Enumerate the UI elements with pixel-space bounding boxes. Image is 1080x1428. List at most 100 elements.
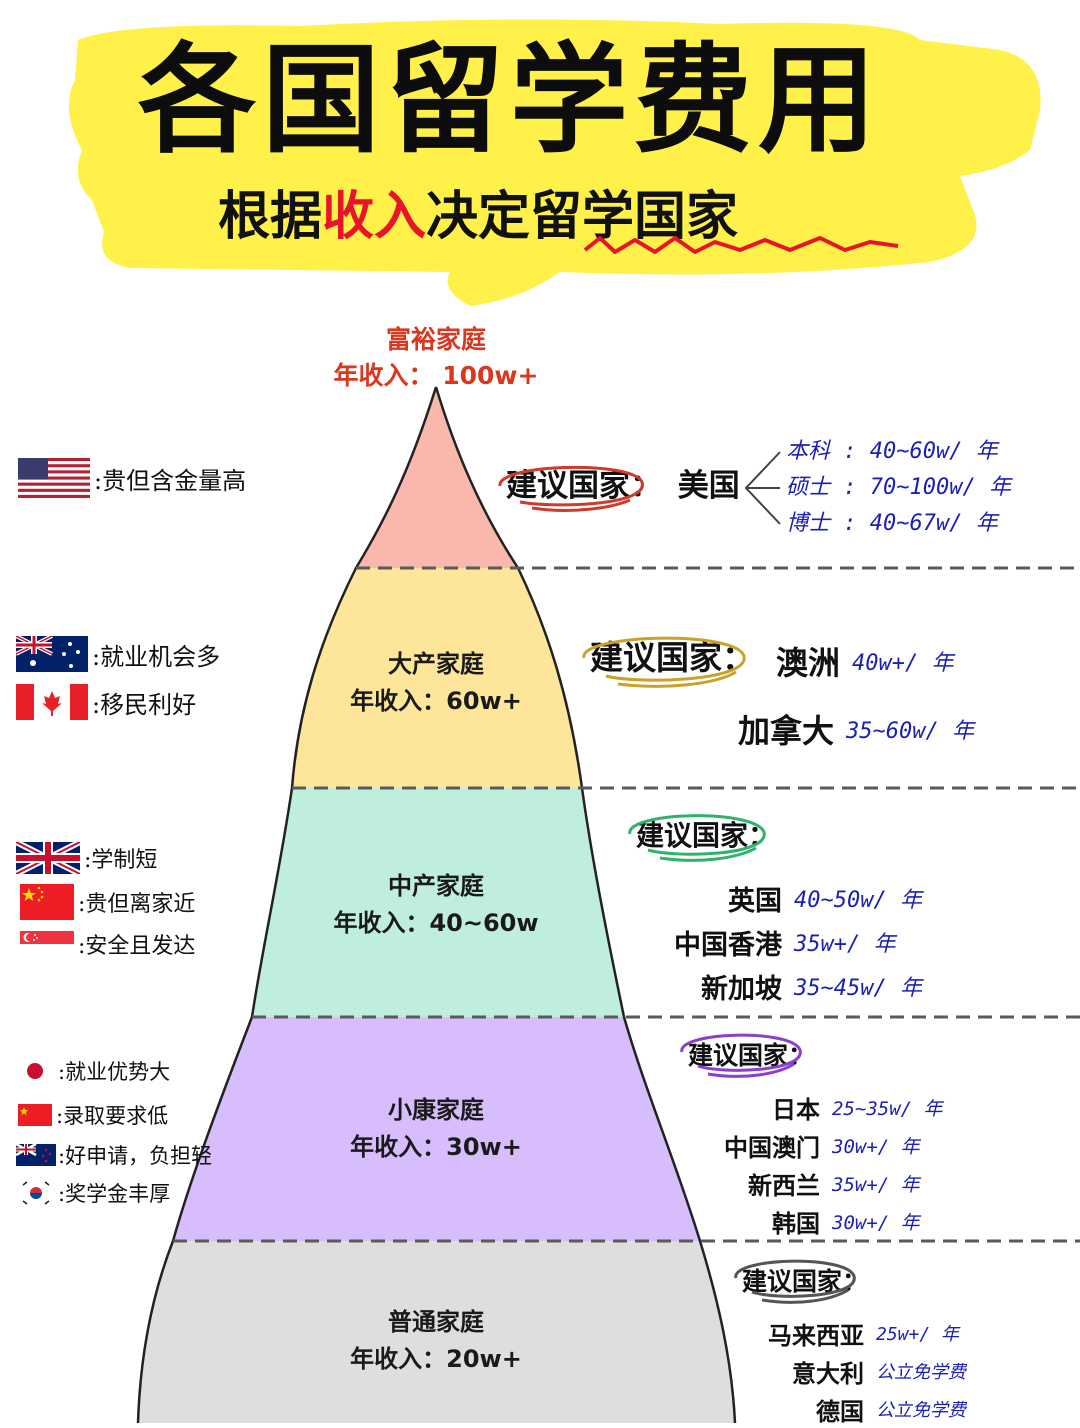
tier-middle-label: 中产家庭 年收入：40~60w [286,868,586,942]
recommend-label: 建议国家 [734,1259,856,1304]
note-text: :好申请，负担轻 [58,1144,213,1168]
country-name: 加拿大 [738,712,835,750]
country-name: 韩国 [772,1209,820,1238]
country-price: 公立免学费 [876,1400,966,1421]
tier-income: 年收入：30w+ [350,1133,522,1161]
tier-ordinary-recommendation: 建议国家： [734,1259,867,1304]
country-price: 35~60w/ 年 [846,719,974,744]
recommend-label: 建议国家 [680,1033,802,1078]
usa-fee-item: 博士 : 40~67w/ 年 [786,511,998,536]
note-text: :就业机会多 [92,642,221,671]
page-subtitle: 根据收入决定留学国家 [218,182,738,252]
china-flag-icon [20,884,74,920]
country-row: 新加坡 35~45w/ 年 [600,964,1000,1008]
gray-circle-mark [734,1259,856,1304]
country-price: 40w+/ 年 [852,651,954,676]
country-name: 意大利 [792,1359,864,1388]
yellow-highlight-background [68,19,1041,307]
tier-comfortable-recommendation: 建议国家： [680,1033,813,1078]
country-row: 澳洲 40w+/ 年 [776,638,954,684]
country-price: 25w+/ 年 [876,1324,960,1345]
singapore-flag-icon [20,931,74,957]
page-title: 各国留学费用 [137,31,882,169]
tier-name: 小康家庭 [388,1096,484,1124]
country-row: 意大利 公立免学费 [700,1352,1080,1390]
tier-comfortable-label: 小康家庭 年收入：30w+ [286,1092,586,1166]
note-row: :贵但离家近 [20,884,195,920]
note-text: :录取要求低 [56,1104,169,1128]
comfortable-country-list: 日本 25~35w/ 年 中国澳门 30w+/ 年 新西兰 35w+/ 年 韩国… [640,1088,1040,1240]
recommend-label: 建议国家 [498,465,644,512]
country-price: 35w+/ 年 [794,932,896,957]
subtitle-prefix: 根据 [218,187,323,247]
country-price: 30w+/ 年 [832,1135,920,1158]
country-row: 日本 25~35w/ 年 [640,1088,1040,1126]
country-name: 日本 [772,1095,820,1124]
country-name: 中国澳门 [724,1133,820,1162]
country-price: 30w+/ 年 [832,1211,920,1234]
country-row: 中国澳门 30w+/ 年 [640,1126,1040,1164]
country-name: 马来西亚 [768,1321,864,1350]
red-squiggle-underline [583,236,899,254]
tier-income: 年收入：20w+ [350,1345,522,1373]
tier-upper-label: 大产家庭 年收入：60w+ [286,646,586,720]
gold-circle-mark [582,636,746,688]
tier-ordinary-label: 普通家庭 年收入：20w+ [286,1304,586,1378]
uk-flag-icon [16,842,80,874]
note-text: :就业优势大 [58,1060,171,1084]
note-row: :就业优势大 [22,1056,170,1086]
note-text: :奖学金丰厚 [58,1182,171,1206]
tier-middle-recommendation: 建议国家： [628,814,776,862]
usa-fee-list: 本科 : 40~60w/ 年 硕士 : 70~100w/ 年 博士 : 40~6… [786,434,1011,542]
note-row: :学制短 [16,842,157,874]
country-name: 澳洲 [776,644,841,682]
country-name: 德国 [816,1397,864,1426]
note-text: :移民利好 [92,690,197,719]
tier-upper-recommendation: 建议国家： [582,636,755,688]
note-row: :录取要求低 [18,1100,168,1130]
country-price: 40~50w/ 年 [794,888,922,913]
green-circle-mark [628,814,766,862]
ordinary-country-list: 马来西亚 25w+/ 年 意大利 公立免学费 德国 公立免学费 [700,1314,1080,1428]
country-row: 韩国 30w+/ 年 [640,1202,1040,1240]
usa-fee-item: 硕士 : 70~100w/ 年 [786,475,1011,500]
tier-income: 年收入：40~60w [333,909,539,937]
tier-wealthy-label: 富裕家庭 年收入： 100w+ [300,322,572,394]
note-text: :贵但含金量高 [94,466,247,495]
china-flag-icon [18,1104,52,1126]
us-flag-icon [18,458,90,498]
colon: ： [630,468,661,504]
recommend-label: 建议国家 [582,636,746,688]
australia-flag-icon [16,636,88,672]
red-circle-mark [498,465,644,512]
country-row: 新西兰 35w+/ 年 [640,1164,1040,1202]
country-row: 加拿大 35~60w/ 年 [738,706,974,752]
tier-name: 富裕家庭 [385,325,486,354]
recommend-label: 建议国家 [628,814,766,862]
note-row: :安全且发达 [20,928,195,960]
tier-wealthy-recommendation: 建议国家： 美国 [498,465,740,512]
purple-circle-mark [680,1033,802,1078]
tier-name: 大产家庭 [388,650,484,678]
note-row: :移民利好 [16,684,196,720]
subtitle-suffix: 决定留学国家 [426,187,739,247]
country-usa: 美国 [677,468,740,504]
country-name: 中国香港 [674,929,782,961]
country-price: 公立免学费 [876,1362,966,1383]
country-name: 英国 [728,885,782,917]
japan-flag-icon [27,1063,43,1079]
country-row: 德国 公立免学费 [700,1390,1080,1428]
subtitle-highlight: 收入 [322,187,427,247]
country-row: 中国香港 35w+/ 年 [600,920,1000,964]
tier-income: 年收入： 100w+ [333,361,539,390]
country-row: 英国 40~50w/ 年 [600,876,1000,920]
tier-name: 普通家庭 [388,1308,484,1336]
note-row: :贵但含金量高 [18,458,246,498]
note-text: :学制短 [84,848,158,873]
new-zealand-flag-icon [16,1144,56,1166]
note-text: :贵但离家近 [78,892,196,917]
note-row: :好申请，负担轻 [16,1140,212,1170]
korea-flag-icon [20,1180,52,1206]
note-row: :就业机会多 [16,636,220,672]
tier-income: 年收入：60w+ [350,687,522,715]
